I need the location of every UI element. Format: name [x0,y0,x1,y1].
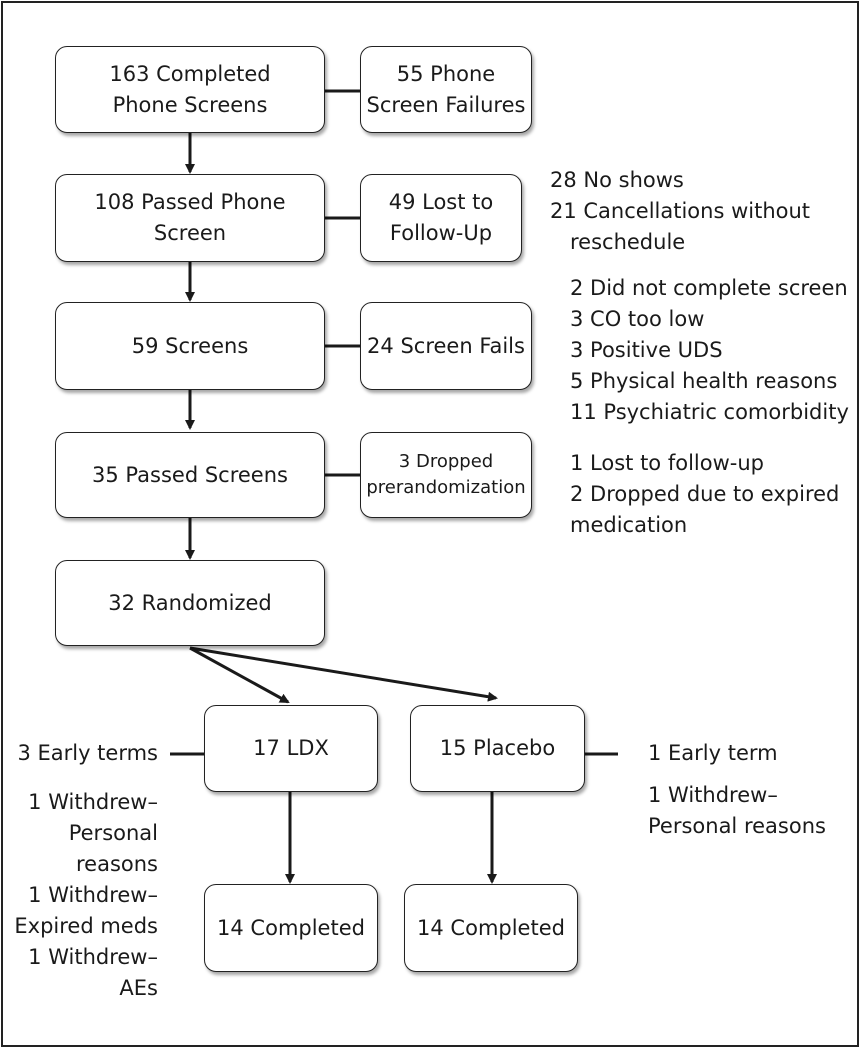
box-dropped-prerandomization: 3 Dropped prerandomization [360,432,532,518]
box-placebo-completed: 14 Completed [404,884,578,972]
note-lost-followup-reasons: 28 No shows 21 Cancellations without res… [550,165,810,258]
box-label: 108 Passed Phone Screen [94,190,286,245]
note-line: reschedule [570,230,686,254]
box-label: 163 Completed Phone Screens [109,61,271,117]
box-passed-phone-screen: 108 Passed Phone Screen [55,174,325,262]
note-line: 2 Did not complete screen [570,276,848,300]
box-label: 14 Completed [417,915,565,940]
note-line: 1 Lost to follow-up [570,451,764,475]
box-label: 14 Completed [217,915,365,940]
note-ldx-terms: 3 Early terms 1 Withdrew– Personal reaso… [10,738,158,1004]
box-passed-screens: 35 Passed Screens [55,432,325,518]
box-phone-screen-failures: 55 Phone Screen Failures [360,46,532,133]
note-line: 11 Psychiatric comorbidity [570,400,849,424]
note-line: 1 Withdrew– [28,790,158,814]
box-label: 15 Placebo [439,736,556,760]
note-line: Personal [68,821,158,845]
note-screen-fail-reasons: 2 Did not complete screen 3 CO too low 3… [570,273,849,428]
box-label: 55 Phone Screen Failures [366,61,526,117]
box-ldx: 17 LDX [204,705,378,792]
arrow-to-placebo [189,646,498,702]
note-line: 3 CO too low [570,307,705,331]
box-label: 3 Dropped prerandomization [366,451,526,498]
box-ldx-completed: 14 Completed [204,884,378,972]
note-line: AEs [119,976,158,1000]
note-line: 1 Withdrew– [28,883,158,907]
box-label: 17 LDX [253,736,329,760]
note-dropped-reasons: 1 Lost to follow-up 2 Dropped due to exp… [570,448,839,541]
box-screens: 59 Screens [55,302,325,390]
box-placebo: 15 Placebo [410,705,585,792]
note-placebo-terms: 1 Early term 1 Withdrew– Personal reason… [648,738,826,842]
box-lost-to-follow-up: 49 Lost to Follow-Up [360,174,522,262]
note-line: 28 No shows [550,168,684,192]
box-completed-phone-screens: 163 Completed Phone Screens [55,46,325,133]
note-line: 3 Positive UDS [570,338,723,362]
note-line: 3 Early terms [17,741,158,765]
note-line: 21 Cancellations without [550,199,811,223]
note-line: 5 Physical health reasons [570,369,838,393]
note-line: medication [570,513,688,537]
note-line: 2 Dropped due to expired [570,482,840,506]
arrow-to-ldx [189,646,290,704]
box-label: 59 Screens [131,333,249,358]
box-randomized: 32 Randomized [55,560,325,646]
note-line: reasons [75,852,158,876]
box-screen-fails: 24 Screen Fails [360,302,532,390]
note-line: Expired meds [14,914,158,938]
note-line: 1 Withdrew– [28,945,158,969]
box-label: 35 Passed Screens [92,462,288,487]
box-label: 49 Lost to Follow-Up [388,190,494,245]
note-line: 1 Early term [648,741,778,765]
box-label: 32 Randomized [108,590,272,615]
box-label: 24 Screen Fails [367,333,525,358]
note-line: Personal reasons [648,814,826,838]
note-line: 1 Withdrew– [648,783,778,807]
